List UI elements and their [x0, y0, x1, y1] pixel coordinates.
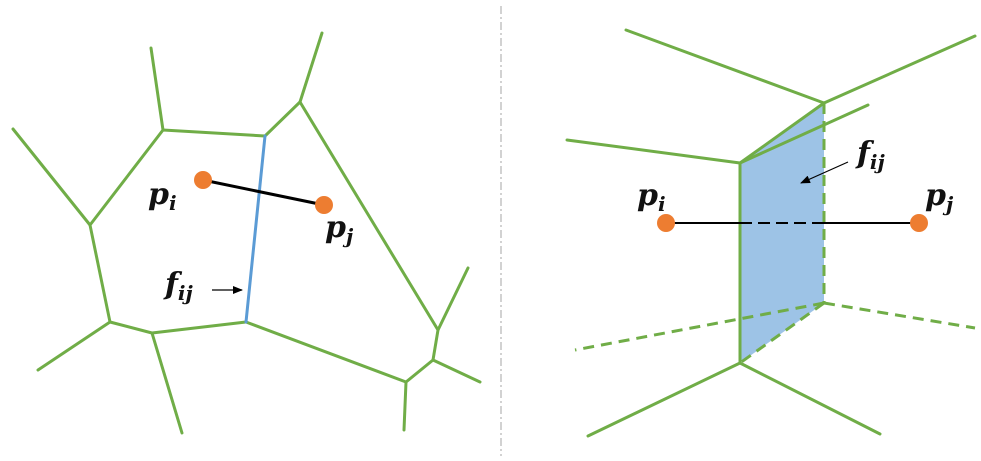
face-label-arrow	[800, 161, 849, 184]
edge-lower-left-plane	[586, 361, 742, 438]
site-label-j: pj	[325, 210, 354, 248]
site-label-j: pj	[925, 178, 954, 216]
edge-bottom-right-spur	[402, 380, 408, 432]
site-label-i: pi	[637, 178, 666, 216]
edge-lower-right-plane	[738, 361, 882, 436]
right-cell-boundary	[244, 100, 440, 384]
voronoi-edges-2d	[11, 31, 482, 435]
edge-upper-left-plane	[565, 138, 742, 165]
hidden-edge-right	[823, 301, 976, 330]
edge-left-top-spur	[149, 46, 165, 132]
shared-face-polygon	[740, 103, 824, 363]
edge-top-right-spur	[298, 31, 324, 104]
edge-upper-back-left	[624, 28, 826, 105]
edge-bottom-down-spur	[150, 331, 184, 435]
site-point-j	[910, 214, 928, 232]
shared-face-edge	[244, 134, 267, 324]
site-connector-line	[202, 178, 325, 207]
edge-far-right-spur	[436, 266, 470, 332]
edge-lower-right-spur	[431, 358, 482, 384]
left-panel-2d-voronoi: pi pj fij	[11, 31, 482, 435]
face-label: fij	[163, 267, 194, 305]
face-top-edge-extension	[738, 103, 870, 165]
site-point-j	[315, 196, 333, 214]
edge-left-bottom-spur	[36, 320, 112, 372]
edge-left-side-spur	[11, 127, 92, 227]
hidden-edges-3d	[574, 103, 976, 365]
site-point-i	[194, 171, 212, 189]
right-panel-3d-voronoi: pi pj fij	[565, 28, 977, 438]
face-label: fij	[855, 136, 886, 174]
site-label-i: pi	[148, 177, 177, 215]
face-top-edge	[738, 101, 826, 165]
hidden-edge-left	[574, 301, 825, 352]
site-point-i	[657, 214, 675, 232]
voronoi-edges-3d	[565, 28, 977, 438]
left-cell-boundary	[88, 128, 267, 335]
edge-upper-back-right	[822, 34, 977, 105]
